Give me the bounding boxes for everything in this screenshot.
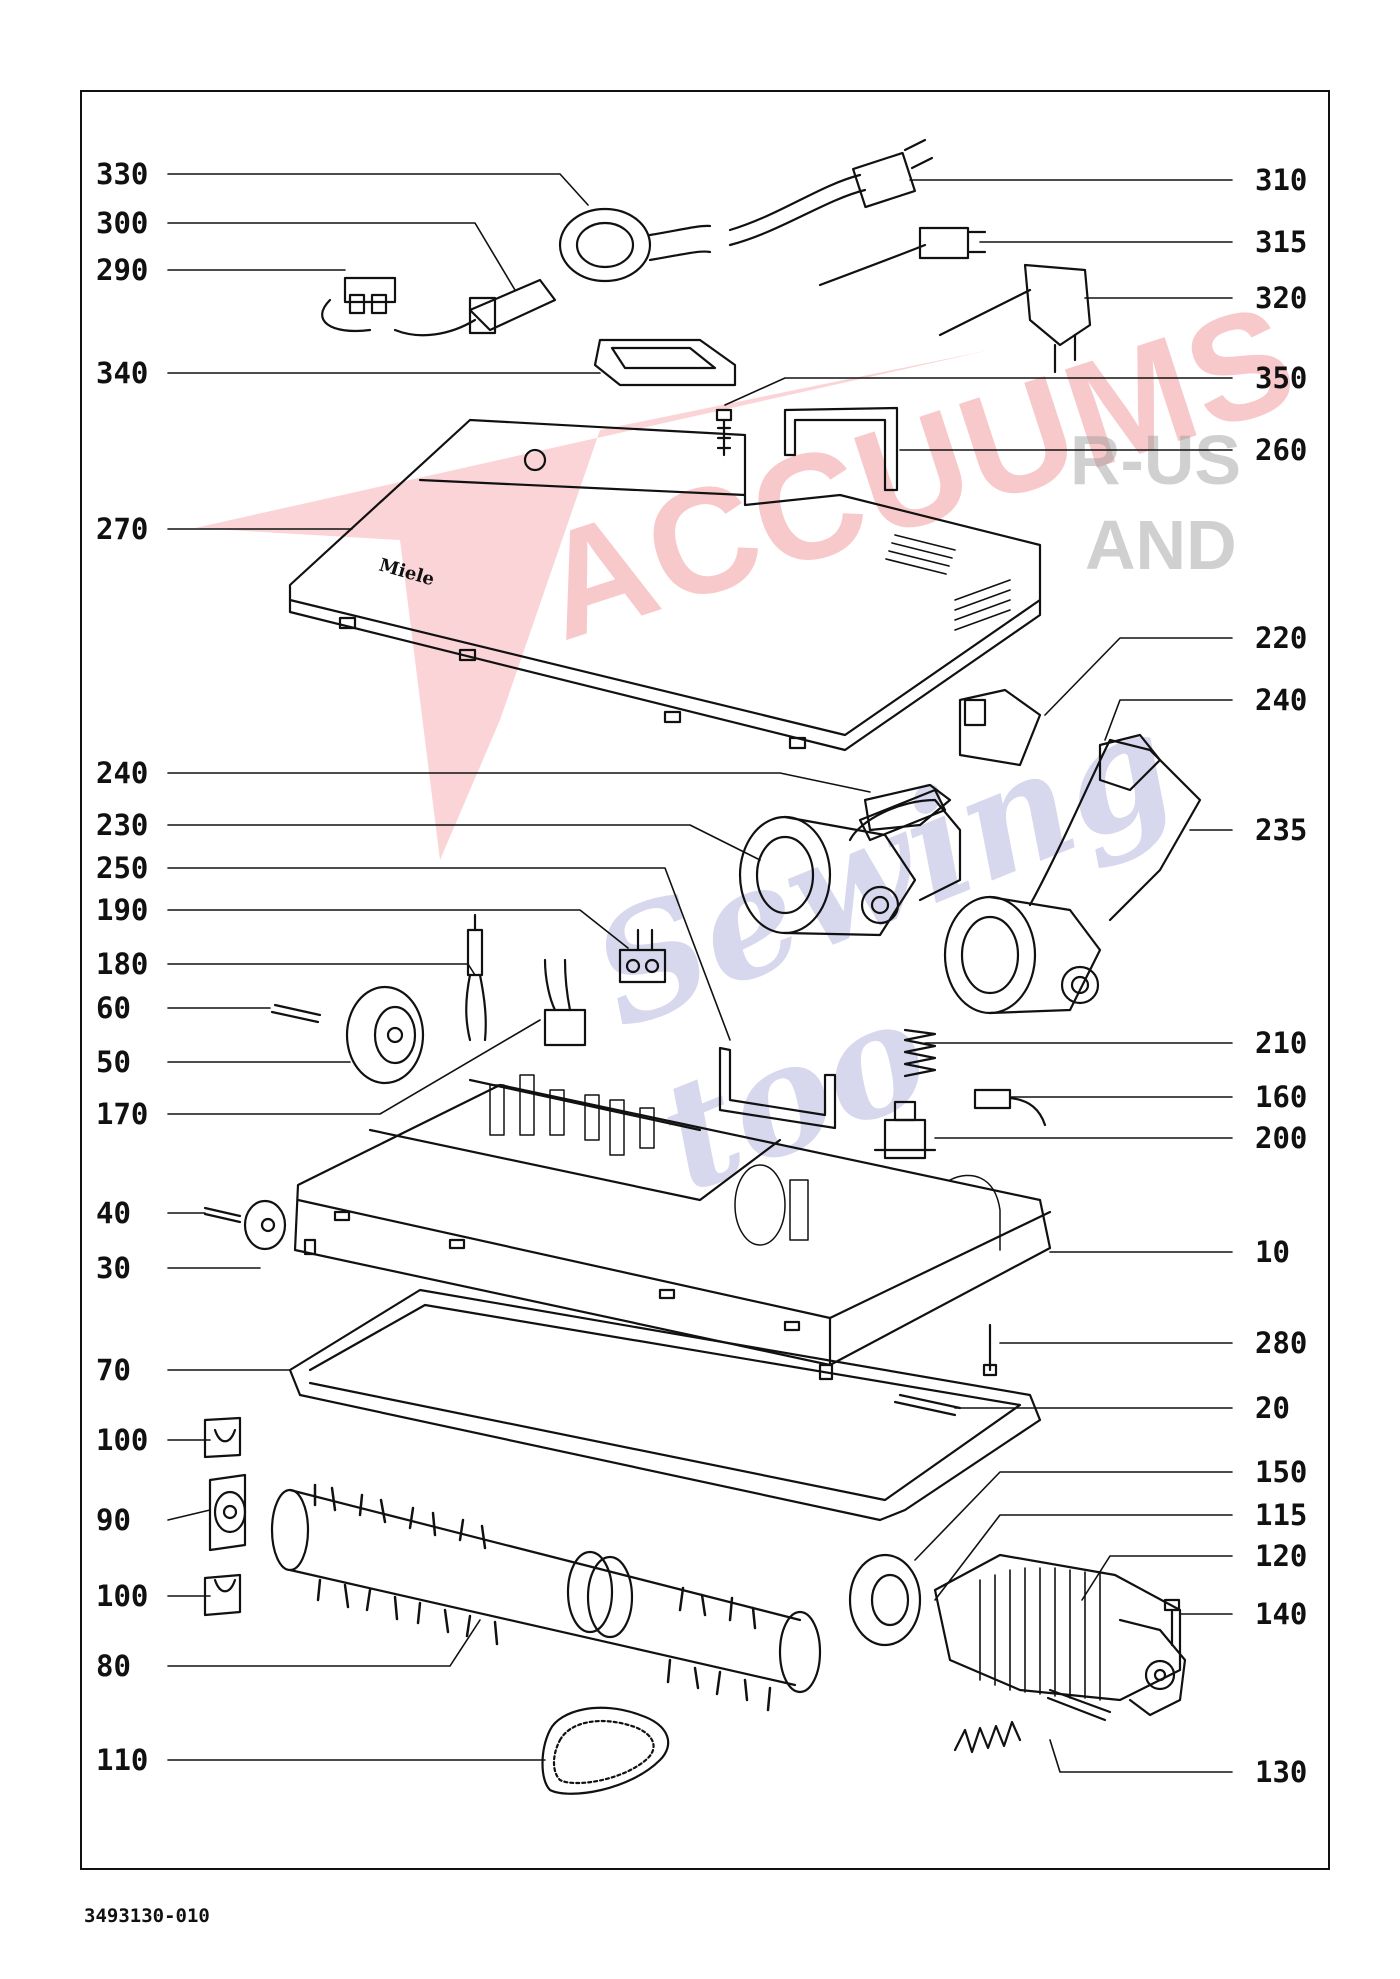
callout-left-13: 170 bbox=[96, 1097, 149, 1131]
callout-left-12: 50 bbox=[96, 1045, 131, 1079]
leader-lines-right bbox=[724, 179, 1233, 1773]
terminal-190 bbox=[618, 928, 667, 984]
block-170 bbox=[543, 958, 587, 1047]
roller-30 bbox=[243, 1199, 287, 1251]
callout-left-18: 90 bbox=[96, 1503, 131, 1537]
callout-right-11: 200 bbox=[1255, 1121, 1308, 1155]
callout-left-7: 230 bbox=[96, 808, 149, 842]
callout-left-9: 190 bbox=[96, 893, 149, 927]
screw-350 bbox=[715, 408, 733, 457]
callout-left-8: 250 bbox=[96, 851, 149, 885]
power-cord bbox=[728, 173, 862, 232]
bearing-90 bbox=[208, 1473, 247, 1552]
motor-housing-235 bbox=[943, 733, 1202, 1015]
connector-160 bbox=[973, 1088, 1047, 1127]
plug-310 bbox=[851, 138, 934, 209]
callout-right-8: 235 bbox=[1255, 813, 1308, 847]
callout-right-9: 210 bbox=[1255, 1026, 1308, 1060]
top-cover-270 bbox=[288, 418, 1042, 752]
motor-housing-230 bbox=[738, 788, 962, 937]
callout-right-1: 310 bbox=[1255, 163, 1308, 197]
document-number: 3493130-010 bbox=[84, 1905, 210, 1927]
callout-left-4: 340 bbox=[96, 356, 149, 390]
clip-100-bottom bbox=[203, 1573, 242, 1617]
callout-left-2: 300 bbox=[96, 206, 149, 240]
screw-280 bbox=[982, 1323, 998, 1377]
clip-100-top bbox=[203, 1416, 242, 1459]
callout-left-5: 270 bbox=[96, 512, 149, 546]
callout-left-15: 30 bbox=[96, 1251, 131, 1285]
connector-290 bbox=[343, 276, 397, 315]
callout-left-6: 240 bbox=[96, 756, 149, 790]
callout-right-5: 260 bbox=[1255, 433, 1308, 467]
pin-180 bbox=[465, 913, 487, 1042]
axle-60 bbox=[270, 1003, 322, 1024]
drawing-border bbox=[80, 90, 1330, 1870]
switch-200 bbox=[873, 1100, 937, 1160]
callout-right-2: 315 bbox=[1255, 225, 1308, 259]
switch-220 bbox=[958, 688, 1042, 767]
cord-grommet-330 bbox=[558, 207, 712, 283]
leader-lines-left bbox=[167, 173, 871, 1761]
callout-right-7: 240 bbox=[1255, 683, 1308, 717]
cable-bracket-340 bbox=[593, 338, 737, 387]
callout-right-14: 20 bbox=[1255, 1391, 1290, 1425]
belt-110 bbox=[541, 1706, 670, 1795]
callout-right-6: 220 bbox=[1255, 621, 1308, 655]
bracket-250 bbox=[718, 1046, 837, 1130]
callout-left-14: 40 bbox=[96, 1196, 131, 1230]
callout-left-20: 80 bbox=[96, 1649, 131, 1683]
bracket-260 bbox=[783, 406, 899, 492]
callout-right-15: 150 bbox=[1255, 1455, 1308, 1489]
callout-left-1: 330 bbox=[96, 157, 149, 191]
spring-130 bbox=[953, 1720, 1022, 1754]
wheel-50 bbox=[345, 985, 425, 1085]
strip-20 bbox=[893, 1393, 962, 1417]
ring-150 bbox=[848, 1553, 922, 1647]
motor-120 bbox=[933, 1553, 1187, 1722]
callout-left-19: 100 bbox=[96, 1579, 149, 1613]
callout-left-16: 70 bbox=[96, 1353, 131, 1387]
base-plate-70 bbox=[288, 1288, 1042, 1522]
plug-320 bbox=[938, 263, 1092, 374]
callout-right-19: 130 bbox=[1255, 1755, 1308, 1789]
callout-left-3: 290 bbox=[96, 253, 149, 287]
brush-roll-80 bbox=[270, 1483, 822, 1712]
callout-right-16: 115 bbox=[1255, 1498, 1308, 1532]
base-10 bbox=[293, 1074, 1052, 1381]
handle-latch-240 bbox=[863, 783, 952, 832]
callout-right-13: 280 bbox=[1255, 1326, 1308, 1360]
plug-315 bbox=[818, 226, 987, 287]
callout-right-4: 350 bbox=[1255, 361, 1308, 395]
pin-40 bbox=[203, 1206, 242, 1224]
callout-left-17: 100 bbox=[96, 1423, 149, 1457]
callout-right-10: 160 bbox=[1255, 1080, 1308, 1114]
spring-210 bbox=[903, 1028, 937, 1078]
callout-left-11: 60 bbox=[96, 991, 131, 1025]
screw-140 bbox=[1163, 1598, 1181, 1647]
strain-relief-300 bbox=[321, 278, 557, 337]
callout-right-18: 140 bbox=[1255, 1597, 1308, 1631]
callout-left-21: 110 bbox=[96, 1743, 149, 1777]
callout-left-10: 180 bbox=[96, 947, 149, 981]
callout-right-12: 10 bbox=[1255, 1235, 1290, 1269]
callout-right-17: 120 bbox=[1255, 1539, 1308, 1573]
callout-right-3: 320 bbox=[1255, 281, 1308, 315]
